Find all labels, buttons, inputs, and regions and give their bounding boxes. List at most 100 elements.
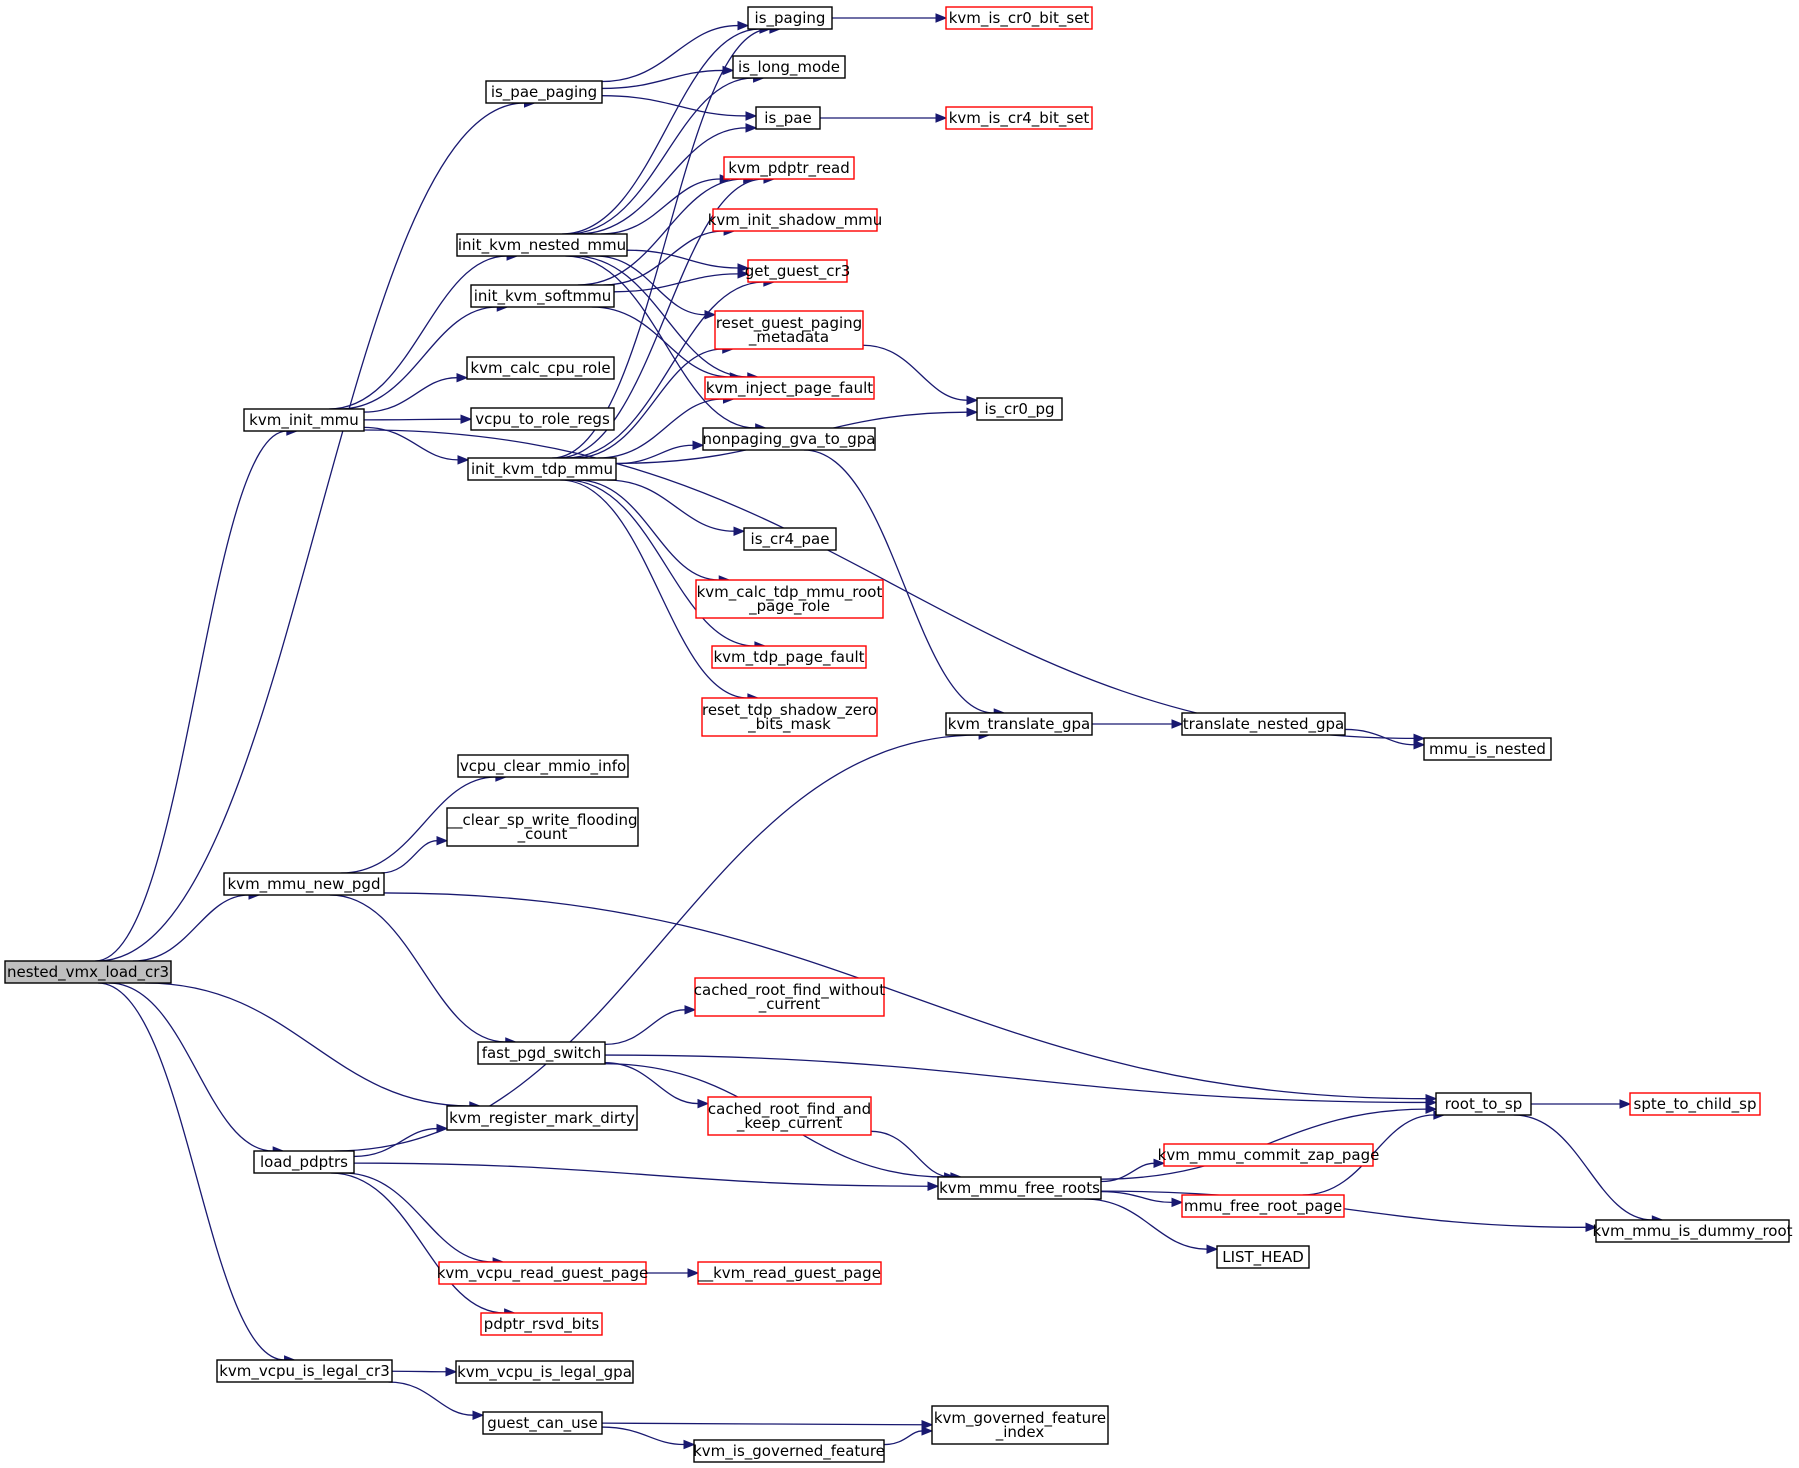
node-box[interactable] <box>243 408 365 432</box>
node-get-guest-cr3[interactable]: get_guest_cr3 <box>745 259 851 283</box>
node-kvm-mmu-commit-zap-page[interactable]: kvm_mmu_commit_zap_page <box>1158 1143 1380 1167</box>
node-vcpu-clear-mmio-info[interactable]: vcpu_clear_mmio_info <box>457 754 629 778</box>
node-box[interactable] <box>702 427 876 451</box>
node-vcpu-to-role-regs[interactable]: vcpu_to_role_regs <box>470 407 615 431</box>
node-kvm-is-cr4-bit-set[interactable]: kvm_is_cr4_bit_set <box>945 106 1093 130</box>
node-kvm-register-mark-dirty[interactable]: kvm_register_mark_dirty <box>446 1105 638 1131</box>
node-box[interactable] <box>931 1405 1109 1445</box>
node-kvm-vcpu-read-guest-page[interactable]: kvm_vcpu_read_guest_page <box>437 1261 649 1285</box>
node-box[interactable] <box>1629 1092 1761 1116</box>
node-box[interactable] <box>466 356 615 380</box>
node-box[interactable] <box>694 977 885 1017</box>
node-kvm-mmu-new-pgd[interactable]: kvm_mmu_new_pgd <box>223 872 385 896</box>
node-box[interactable] <box>945 6 1093 30</box>
node-clear-sp-write-flooding-count[interactable]: __clear_sp_write_flooding_count <box>446 807 639 847</box>
node-kvm-vcpu-is-legal-cr3[interactable]: kvm_vcpu_is_legal_cr3 <box>216 1359 393 1383</box>
node-kvm-governed-feature-index[interactable]: kvm_governed_feature_index <box>931 1405 1109 1445</box>
node-box[interactable] <box>223 872 385 896</box>
node-guest-can-use[interactable]: guest_can_use <box>482 1411 603 1435</box>
node-kvm-is-governed-feature[interactable]: kvm_is_governed_feature <box>693 1439 885 1463</box>
node-init-kvm-nested-mmu[interactable]: init_kvm_nested_mmu <box>456 233 628 257</box>
node-box[interactable] <box>1595 1219 1790 1243</box>
node-is-pae-paging[interactable]: is_pae_paging <box>485 80 603 104</box>
node-box[interactable] <box>470 407 615 431</box>
node-pdptr-rsvd-bits[interactable]: pdptr_rsvd_bits <box>480 1312 603 1336</box>
node-fast-pgd-switch[interactable]: fast_pgd_switch <box>477 1041 606 1065</box>
node-root-to-sp[interactable]: root_to_sp <box>1435 1092 1532 1116</box>
node-box[interactable] <box>704 376 875 400</box>
node-box[interactable] <box>1435 1092 1532 1116</box>
node-box[interactable] <box>467 457 617 481</box>
node-box[interactable] <box>455 1360 634 1384</box>
node-box[interactable] <box>755 106 821 130</box>
node-box[interactable] <box>477 1041 606 1065</box>
node-init-kvm-tdp-mmu[interactable]: init_kvm_tdp_mmu <box>467 457 617 481</box>
node-nonpaging-gva-to-gpa[interactable]: nonpaging_gva_to_gpa <box>702 427 876 451</box>
node-box[interactable] <box>712 208 878 232</box>
node-box[interactable] <box>480 1312 603 1336</box>
node-box[interactable] <box>446 1105 638 1131</box>
node-kvm-calc-cpu-role[interactable]: kvm_calc_cpu_role <box>466 356 615 380</box>
node-spte-to-child-sp[interactable]: spte_to_child_sp <box>1629 1092 1761 1116</box>
node-translate-nested-gpa[interactable]: translate_nested_gpa <box>1181 712 1346 736</box>
node-kvm-is-cr0-bit-set[interactable]: kvm_is_cr0_bit_set <box>945 6 1093 30</box>
node-box[interactable] <box>743 527 837 551</box>
node-box[interactable] <box>945 106 1093 130</box>
node-mmu-is-nested[interactable]: mmu_is_nested <box>1423 737 1552 761</box>
node-cached-root-find-and-keep-current[interactable]: cached_root_find_and_keep_current <box>707 1096 872 1136</box>
node-LIST-HEAD[interactable]: LIST_HEAD <box>1216 1245 1310 1269</box>
node-box[interactable] <box>945 712 1093 736</box>
node-box[interactable] <box>482 1411 603 1435</box>
node-is-cr4-pae[interactable]: is_cr4_pae <box>743 527 837 551</box>
node-box[interactable] <box>253 1150 355 1174</box>
node-kvm-mmu-is-dummy-root[interactable]: kvm_mmu_is_dummy_root <box>1592 1219 1793 1243</box>
node-box[interactable] <box>456 233 628 257</box>
node-kvm-translate-gpa[interactable]: kvm_translate_gpa <box>945 712 1093 736</box>
node-load-pdptrs[interactable]: load_pdptrs <box>253 1150 355 1174</box>
node-box[interactable] <box>747 259 848 283</box>
node-kvm-read-guest-page[interactable]: __kvm_read_guest_page <box>697 1261 882 1285</box>
node-box[interactable] <box>4 960 172 984</box>
node-box[interactable] <box>714 310 864 350</box>
node-kvm-calc-tdp-mmu-root-page-role[interactable]: kvm_calc_tdp_mmu_root_page_role <box>695 579 884 619</box>
node-box[interactable] <box>1181 712 1346 736</box>
node-kvm-mmu-free-roots[interactable]: kvm_mmu_free_roots <box>937 1176 1102 1200</box>
node-box[interactable] <box>1216 1245 1310 1269</box>
node-box[interactable] <box>693 1439 885 1463</box>
node-box[interactable] <box>732 55 846 79</box>
node-reset-guest-paging-metadata[interactable]: reset_guest_paging_metadata <box>714 310 864 350</box>
node-box[interactable] <box>723 156 855 180</box>
node-box[interactable] <box>701 697 878 737</box>
node-is-paging[interactable]: is_paging <box>747 6 833 30</box>
node-box[interactable] <box>697 1261 882 1285</box>
node-box[interactable] <box>216 1359 393 1383</box>
node-reset-tdp-shadow-zero-bits-mask[interactable]: reset_tdp_shadow_zero_bits_mask <box>701 697 878 737</box>
node-kvm-init-shadow-mmu[interactable]: kvm_init_shadow_mmu <box>708 208 883 232</box>
node-box[interactable] <box>976 397 1063 421</box>
node-nested-vmx-load-cr3[interactable]: nested_vmx_load_cr3 <box>4 960 172 984</box>
node-kvm-init-mmu[interactable]: kvm_init_mmu <box>243 408 365 432</box>
node-kvm-tdp-page-fault[interactable]: kvm_tdp_page_fault <box>711 645 867 669</box>
node-box[interactable] <box>470 284 615 308</box>
node-box[interactable] <box>446 807 639 847</box>
node-is-long-mode[interactable]: is_long_mode <box>732 55 846 79</box>
node-box[interactable] <box>1163 1143 1374 1167</box>
node-box[interactable] <box>485 80 603 104</box>
node-box[interactable] <box>1181 1194 1345 1218</box>
node-kvm-pdptr-read[interactable]: kvm_pdptr_read <box>723 156 855 180</box>
node-box[interactable] <box>711 645 867 669</box>
node-kvm-vcpu-is-legal-gpa[interactable]: kvm_vcpu_is_legal_gpa <box>455 1360 634 1384</box>
node-is-pae[interactable]: is_pae <box>755 106 821 130</box>
node-cached-root-find-without-current[interactable]: cached_root_find_without_current <box>694 977 886 1017</box>
node-box[interactable] <box>457 754 629 778</box>
node-kvm-inject-page-fault[interactable]: kvm_inject_page_fault <box>704 376 875 400</box>
node-mmu-free-root-page[interactable]: mmu_free_root_page <box>1181 1194 1345 1218</box>
node-box[interactable] <box>695 579 884 619</box>
node-is-cr0-pg[interactable]: is_cr0_pg <box>976 397 1063 421</box>
node-box[interactable] <box>1423 737 1552 761</box>
node-box[interactable] <box>707 1096 872 1136</box>
node-init-kvm-softmmu[interactable]: init_kvm_softmmu <box>470 284 615 308</box>
node-box[interactable] <box>937 1176 1102 1200</box>
node-box[interactable] <box>747 6 833 30</box>
node-box[interactable] <box>438 1261 647 1285</box>
